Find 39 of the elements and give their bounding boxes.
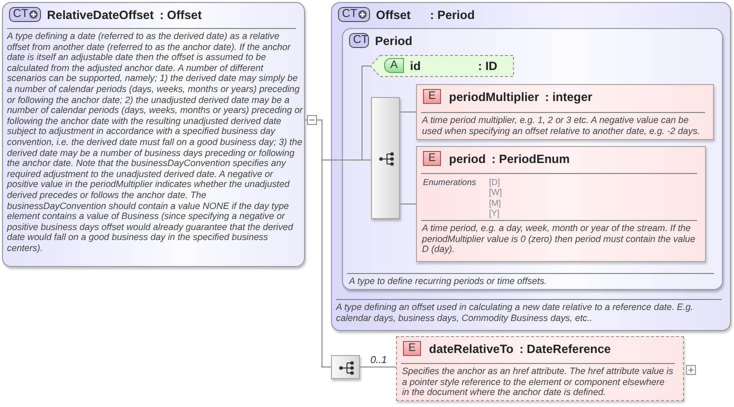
sequence-compositor — [331, 355, 360, 379]
element-name: RelativeDateOffset — [47, 8, 154, 22]
element-name: dateRelativeTo — [429, 342, 514, 356]
description-text: A time period, e.g. a day, week, month or year of the stream. If the periodMultiplier value is 0 (zero) then period must contain the value D (day). — [422, 223, 696, 255]
complex-type-box — [2, 2, 305, 267]
enumeration-value: [D] — [489, 177, 500, 188]
type-name: : ID — [478, 59, 498, 73]
description-text: A type defining a date (referred to as the derived date) as a relative offset from another date (referred to as the anchor date). If the anchor date is itself an adjustable date then the offset is assumed to be calculated from the adjusted anchor date. A number of different scenarios can be supported, namely; 1) the derived date may simply be a number of calendar periods (days, weeks, months or years) preceding or following the anchor date; 2) the unadjusted derived date may be a number of calendar periods (days, weeks, months or years) preceding or following the anchor date with the resulting unadjusted derived date subject to adjustment in accordance with a specified business day convention, i.e. the derived date must fall on a good business day; 3) the derived date may be a number of business days preceding or following the anchor date. Note that the businessDayConvention specifies any required adjustment to the unadjusted derived date. A negative or positive value in the periodMultiplier indicates whether the unadjusted derived precedes or follows the anchor date. The businessDayConvention should contain a value NONE if the day type element contains a value of Business (since specifying a negative or positive business days offset would already guarantee that the derived date would fall on a good business day in the specified business centers). — [7, 31, 303, 254]
type-badge: CT — [349, 33, 369, 48]
connector-line — [360, 366, 396, 368]
type-name: : Period — [430, 8, 475, 22]
cardinality-label: 0..1 — [370, 355, 387, 366]
element-box — [416, 84, 714, 140]
element-name: Offset — [376, 8, 411, 22]
type-name: : PeriodEnum — [492, 152, 570, 166]
type-badge: A — [384, 58, 404, 73]
element-name: period — [449, 152, 486, 166]
sequence-compositor — [371, 97, 400, 219]
description-text: A type to define recurring periods or time offsets. — [349, 276, 548, 287]
element-name: periodMultiplier — [449, 90, 539, 104]
element-box — [416, 146, 706, 262]
type-badge: E — [423, 89, 441, 104]
complex-type-box — [331, 2, 731, 331]
element-name: Period — [375, 34, 412, 48]
enumerations-label: Enumerations — [423, 177, 476, 188]
element-name: id — [410, 59, 421, 73]
description-text: A time period multiplier, e.g. 1, 2 or 3 etc. A negative value can be used when specifying an offset relative to another date, e.g. -2 days. — [422, 115, 701, 136]
complex-type-box — [342, 28, 723, 290]
type-name: : DateReference — [519, 342, 611, 356]
type-name: : integer — [545, 90, 592, 104]
type-badge: E — [423, 151, 441, 166]
enumeration-value: [W] — [489, 187, 502, 198]
type-badge: E — [403, 341, 421, 356]
enumeration-value: [Y] — [489, 208, 500, 219]
type-name: : Offset — [160, 8, 202, 22]
description-text: Specifies the anchor as an href attribute. The href attribute value is a pointer style reference to the element or component elsewhere in the document where the anchor date is defined. — [402, 366, 674, 398]
attribute-box — [370, 55, 514, 77]
description-text: A type defining an offset used in calculating a new date relative to a reference date. E.g. calendar days, business days, Commodity Business days, etc.. — [336, 302, 694, 324]
enumeration-value: [M] — [489, 198, 501, 208]
